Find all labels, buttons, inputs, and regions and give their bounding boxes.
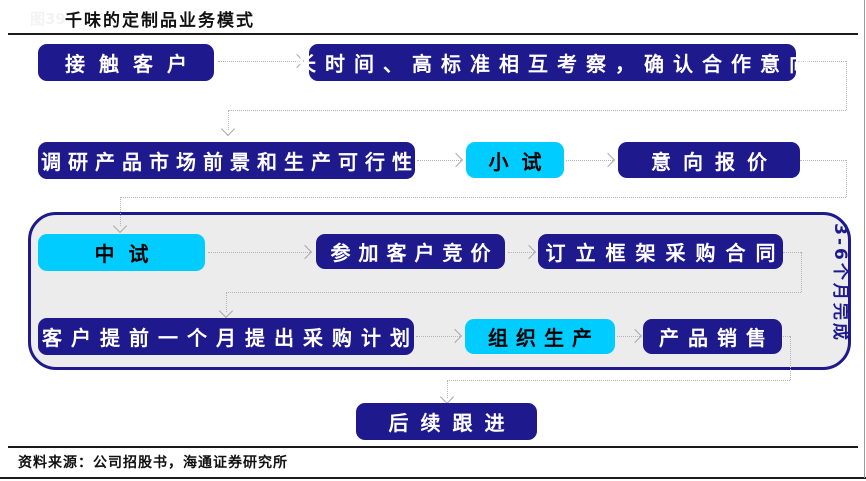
connector-wrap3-out [783,252,801,253]
node-contact-customer: 接触客户 [38,44,214,81]
page-right-edge [864,0,865,478]
connector-wrap4-back [447,380,790,381]
connector-wrap1-drop [228,110,229,130]
node-pilot-trial: 中试 [38,234,205,271]
connector-pilot-to-bidding [208,252,310,253]
page-bottom-edge [0,477,866,479]
connector-wrap3-back [226,292,801,293]
node-framework-contract: 订立框架采购合同 [538,234,783,269]
connector-wrap4-drop [447,380,448,398]
connector-wrap2-out [800,160,846,161]
figure-number-label: 图39 [30,10,66,28]
source-note: 资料来源：公司招股书，海通证券研究所 [18,455,288,471]
connector-smalltrial-to-quote [566,160,613,161]
connector-wrap1-down [846,61,847,110]
node-product-sales: 产品销售 [643,319,782,354]
source-divider [8,446,858,448]
node-purchase-plan: 客户提前一个月提出采购计划 [38,318,414,355]
connector-plan-to-production [416,336,460,337]
connector-bidding-to-contract [508,252,534,253]
connector-research-to-smalltrial [417,160,461,161]
connector-wrap2-drop [120,197,121,226]
connector-production-to-sales [617,336,640,337]
connector-wrap3-down [801,252,802,292]
node-small-trial: 小试 [466,142,564,178]
node-customer-bidding: 参加客户竞价 [316,234,505,269]
arrowhead-down-icon [220,121,236,137]
node-follow-up: 后续跟进 [356,403,537,440]
connector-wrap2-down [846,160,847,197]
connector-contact-to-inspection [218,61,304,62]
arrowhead-right-icon [600,152,616,168]
connector-wrap4-down [790,336,791,380]
arrowhead-down-icon [439,389,455,405]
connector-wrap3-drop [226,292,227,312]
connector-wrap1-out [798,61,846,62]
node-intent-quote: 意向报价 [618,142,800,178]
title-divider [8,33,858,35]
connector-wrap1-back [228,110,846,111]
node-mutual-inspection: 长时间、高标准相互考察，确认合作意向 [296,44,809,81]
page-title: 千味的定制品业务模式 [65,11,255,31]
node-organize-production: 组织生产 [465,319,615,354]
connector-wrap4-out [783,336,790,337]
connector-wrap2-back [120,197,846,198]
arrowhead-right-icon [448,152,464,168]
stage-duration-note: 3-6个月完成 [830,223,850,343]
node-market-research: 调研产品市场前景和生产可行性 [38,142,415,179]
